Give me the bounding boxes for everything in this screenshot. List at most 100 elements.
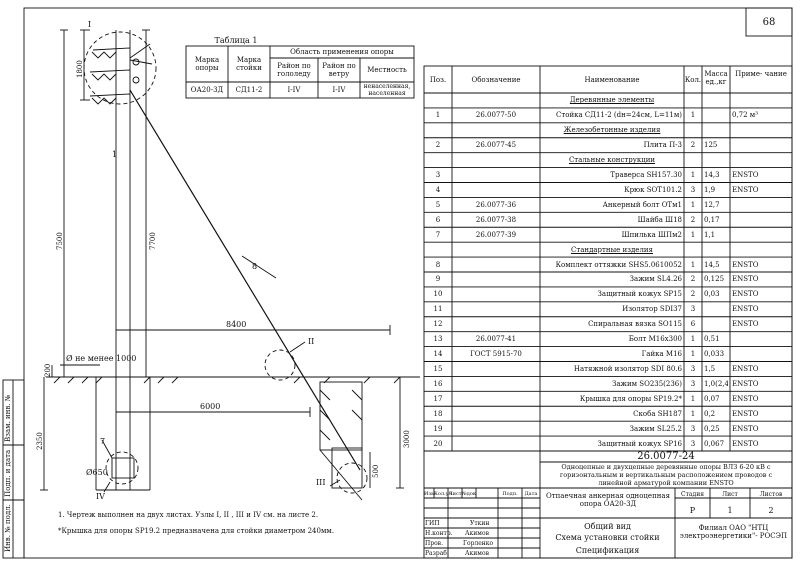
table1-title: Таблица 1	[214, 36, 258, 45]
tb-col-izm: Изм	[424, 491, 435, 497]
spec-cell-kol: 3	[690, 185, 696, 194]
spec-cell-prim: ENSTO	[732, 394, 759, 403]
callout-III: III	[316, 478, 326, 487]
spec-cell-oboz: 26.0077-38	[475, 215, 517, 224]
callout-II: II	[308, 337, 315, 346]
inv-podl-label: Инв. № подл.	[4, 504, 12, 552]
tb-role-prov: Пров.	[425, 540, 443, 547]
spec-cell-poz: 5	[435, 200, 441, 209]
spec-header-naim: Наименование	[584, 76, 640, 84]
spec-cell-prim: ENSTO	[732, 320, 759, 329]
note-min-1000: Ø не менее 1000	[66, 354, 137, 363]
pos-1-label: 1	[112, 150, 118, 159]
tb-col-kol-uch: Кол.уч	[434, 491, 452, 497]
spec-cell-massa: 1,9	[704, 185, 716, 194]
spec-cell-massa: 0,033	[704, 350, 725, 359]
spec-cell-poz: 15	[433, 364, 443, 373]
tb-list: 1	[727, 506, 733, 515]
spec-cell-massa: 0,17	[704, 215, 720, 224]
spec-cell-naim: Зажим SL25.2	[629, 424, 682, 433]
spec-cell-naim: Защитный кожух SP16	[597, 439, 682, 448]
spec-cell-kol: 3	[690, 424, 696, 433]
spec-cell-massa: 0,125	[704, 275, 725, 284]
tb-stadiya: Р	[689, 506, 696, 515]
spec-cell-kol: 1	[690, 409, 696, 418]
spec-cell-poz: 20	[433, 439, 443, 448]
spec-cell-naim: Анкерный болт ОТм1	[602, 200, 682, 209]
spec-cell-prim: 0,72 м³	[732, 111, 759, 120]
spec-cell-naim: Изолятор SDI37	[622, 305, 682, 314]
spec-cell-naim: Гайка М16	[641, 350, 682, 359]
spec-cell-prim: ENSTO	[732, 185, 759, 194]
podp-data-label: Подп. и дата	[4, 449, 12, 497]
spec-cell-massa: 14,3	[704, 171, 720, 180]
spec-cell-kol: 6	[690, 320, 696, 329]
spec-section-heading: Стальные конструкции	[568, 156, 656, 165]
spec-cell-poz: 13	[433, 335, 443, 344]
spec-section-heading: Стандартные изделия	[571, 245, 653, 254]
spec-cell-massa: 0,25	[704, 424, 720, 433]
margin-stamp-box	[2, 379, 25, 559]
spec-cell-prim: ENSTO	[732, 364, 759, 373]
spec-cell-prim: ENSTO	[732, 439, 759, 448]
table1-header-oblast: Область применения опоры	[290, 48, 394, 56]
tb-stage-text: Отпаечная анкерная одноцепная опора ОА20…	[546, 492, 670, 508]
tb-col-podp: Подп.	[502, 491, 518, 497]
spec-cell-naim: Плита П-3	[643, 141, 682, 150]
tb-view-title: Общий вид	[584, 522, 631, 531]
tb-listov: 2	[768, 506, 774, 515]
spec-cell-naim: Зажим SL4.26	[629, 275, 682, 284]
tb-view-spec: Спецификация	[575, 546, 640, 555]
spec-cell-kol: 1	[690, 260, 696, 269]
spec-cell-poz: 3	[435, 171, 441, 180]
tb-name-nkontr: Акимов	[465, 530, 489, 537]
note-2: *Крышка для опоры SP19.2 предназначена д…	[58, 527, 335, 535]
dim-8400: 8400	[226, 320, 247, 329]
table1-header-mestnost: Местность	[367, 66, 407, 74]
spec-cell-naim: Стойка СД11-2 (dн=24см, L=11м)	[556, 111, 682, 120]
spec-cell-kol: 1	[690, 335, 696, 344]
spec-cell-prim: ENSTO	[732, 305, 759, 314]
title-block-grid	[423, 450, 793, 559]
spec-cell-oboz: 26.0077-41	[475, 335, 517, 344]
spec-cell-naim: Защитный кожух SP15	[597, 290, 682, 299]
spec-cell-prim: ENSTO	[732, 409, 759, 418]
dim-6000: 6000	[200, 402, 221, 411]
spec-cell-kol: 1	[690, 171, 696, 180]
spec-cell-prim: ENSTO	[732, 171, 759, 180]
spec-cell-kol: 2	[690, 141, 696, 150]
spec-cell-oboz: 26.0077-45	[475, 141, 517, 150]
spec-cell-oboz: 26.0077-36	[475, 200, 517, 209]
spec-cell-massa: 0,2	[704, 409, 716, 418]
spec-cell-kol: 3	[690, 305, 696, 314]
vzam-inv-label: Взам. инв. №	[4, 394, 12, 442]
spec-cell-poz: 12	[433, 320, 443, 329]
spec-cell-poz: 16	[433, 379, 443, 388]
spec-cell-poz: 17	[433, 394, 443, 403]
spec-cell-kol: 2	[690, 275, 696, 284]
table1-header-marka-stoyki: Марка стойки	[236, 56, 262, 72]
tb-stadiya-label: Стадия	[681, 491, 704, 498]
doc-description: Одноцепные и двухцепные деревянные опоры…	[559, 463, 773, 487]
spec-cell-massa: 14,5	[704, 260, 720, 269]
spec-cell-kol: 3	[690, 379, 696, 388]
tb-name-gip: Уткин	[470, 520, 490, 527]
spec-cell-kol: 2	[690, 290, 696, 299]
spec-cell-poz: 11	[433, 305, 443, 314]
spec-cell-oboz: 26.0077-50	[475, 111, 517, 120]
note-1: 1. Чертеж выполнен на двух листах. Узлы …	[58, 511, 319, 519]
tb-col-data: Дата	[524, 491, 538, 497]
spec-cell-naim: Шайба Ш18	[637, 215, 682, 224]
spec-header-kol: Кол.	[684, 76, 702, 84]
spec-table-grid	[423, 65, 793, 452]
doc-code: 26.0077-24	[637, 451, 695, 462]
spec-cell-massa: 1,1	[704, 230, 716, 239]
dim-1800: 1800	[76, 60, 84, 78]
tb-view-subtitle: Схема установки стойки	[555, 533, 660, 542]
spec-cell-poz: 1	[435, 111, 441, 120]
spec-cell-naim: Болт М16х300	[628, 335, 682, 344]
spec-section-heading: Железобетонные изделия	[563, 126, 661, 135]
spec-cell-naim: Комплект оттяжки SHS5.0610052	[555, 260, 682, 269]
